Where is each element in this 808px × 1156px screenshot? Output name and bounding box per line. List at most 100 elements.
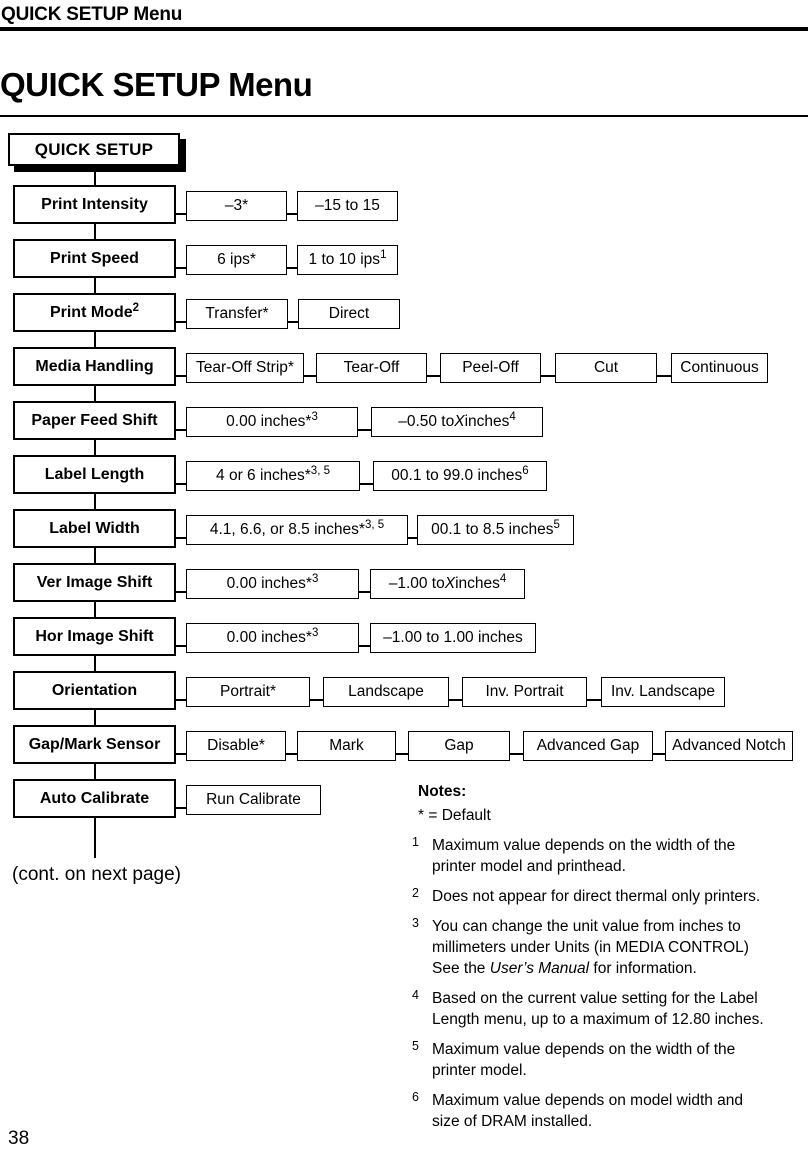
connector-line [286, 753, 297, 755]
value-box-tear-off: Tear-Off [316, 353, 427, 383]
footnote-3: 3 You can change the unit value from inch… [412, 916, 752, 979]
value-box-direct: Direct [298, 299, 400, 329]
menu-box-hor-image-shift: Hor Image Shift [13, 617, 176, 656]
value-box-3: –3* [186, 191, 287, 221]
footnote-6: 6 Maximum value depends on model width an… [412, 1090, 764, 1132]
value-box-1-00-to-1-00-inches: –1.00 to 1.00 inches [370, 623, 536, 653]
connector-line [304, 375, 316, 377]
connector-line [176, 753, 186, 755]
footnote-text: Maximum value depends on model width and… [432, 1092, 744, 1130]
value-box-run-calibrate: Run Calibrate [186, 785, 321, 815]
connector-line [408, 537, 417, 539]
connector-line [653, 753, 665, 755]
connector-line [176, 375, 186, 377]
value-box-15-to-15: –15 to 15 [297, 191, 398, 221]
value-box-mark: Mark [297, 731, 396, 761]
connector-line [359, 591, 370, 593]
footnote-number: 3 [412, 916, 419, 930]
connector-line [310, 699, 323, 701]
connector-line [587, 699, 601, 701]
running-header: QUICK SETUP Menu [1, 4, 183, 25]
footnote-text: Does not appear for direct thermal only … [432, 888, 761, 905]
footnote-text: Maximum value depends on the width of th… [432, 837, 736, 875]
page-title: QUICK SETUP Menu [0, 66, 313, 103]
value-box-6-ips: 6 ips* [186, 245, 287, 275]
connector-line [176, 267, 186, 269]
connector-line [358, 429, 371, 431]
value-box-tear-off-strip: Tear-Off Strip* [186, 353, 304, 383]
value-box-landscape: Landscape [323, 677, 449, 707]
connector-line [176, 645, 186, 647]
menu-box-print-speed: Print Speed [13, 239, 176, 278]
default-legend: * = Default [418, 807, 491, 824]
value-box-advanced-notch: Advanced Notch [665, 731, 793, 761]
connector-line [176, 807, 186, 809]
footnote-text-italic: User’s Manual [489, 960, 590, 977]
connector-line [288, 321, 298, 323]
connector-line [176, 537, 186, 539]
connector-line [176, 321, 186, 323]
menu-box-print-intensity: Print Intensity [13, 185, 176, 224]
footnote-5: 5 Maximum value depends on the width of t… [412, 1039, 764, 1081]
menu-box-label-length: Label Length [13, 455, 176, 494]
connector-line [449, 699, 462, 701]
connector-line [541, 375, 555, 377]
connector-line [176, 213, 186, 215]
value-box-1-to-10-ips: 1 to 10 ips 1 [297, 245, 398, 275]
footnote-text: Maximum value depends on the width of th… [432, 1041, 736, 1079]
footnote-4: 4 Based on the current value setting for … [412, 988, 780, 1030]
connector-line [396, 753, 408, 755]
footnote-number: 5 [412, 1039, 419, 1053]
value-box-4-or-6-inches: 4 or 6 inches* 3, 5 [186, 461, 360, 491]
value-box-disable: Disable* [186, 731, 286, 761]
footnote-text: You can change the unit value from inche… [432, 918, 749, 977]
value-box-continuous: Continuous [671, 353, 768, 383]
value-box-portrait: Portrait* [186, 677, 310, 707]
header-rule-thick [0, 27, 808, 31]
connector-line [657, 375, 671, 377]
notes-title: Notes: [418, 783, 467, 800]
footnote-number: 6 [412, 1090, 419, 1104]
value-box-inv-landscape: Inv. Landscape [601, 677, 725, 707]
continuation-note: (cont. on next page) [12, 864, 181, 885]
root-box-quick-setup: QUICK SETUP [8, 133, 180, 166]
connector-line [176, 429, 186, 431]
connector-line [360, 483, 373, 485]
value-box-00-1-to-99-0-inches: 00.1 to 99.0 inches 6 [373, 461, 547, 491]
menu-box-paper-feed-shift: Paper Feed Shift [13, 401, 176, 440]
menu-box-gap-mark-sensor: Gap/Mark Sensor [13, 725, 176, 764]
menu-box-media-handling: Media Handling [13, 347, 176, 386]
footnote-number: 4 [412, 988, 419, 1002]
connector-line [287, 213, 297, 215]
value-box-transfer: Transfer* [186, 299, 288, 329]
value-box-0-00-inches: 0.00 inches* 3 [186, 569, 359, 599]
value-box-4-1-6-6-or-8-5-inches: 4.1, 6.6, or 8.5 inches* 3, 5 [186, 515, 408, 545]
value-box-0-00-inches: 0.00 inches* 3 [186, 623, 359, 653]
value-box-gap: Gap [408, 731, 510, 761]
value-box-peel-off: Peel-Off [440, 353, 541, 383]
value-box-inv-portrait: Inv. Portrait [462, 677, 587, 707]
menu-box-label-width: Label Width [13, 509, 176, 548]
connector-line [176, 483, 186, 485]
connector-line [510, 753, 523, 755]
menu-box-print-mode: Print Mode 2 [13, 293, 176, 332]
connector-line [287, 267, 297, 269]
page-number: 38 [8, 1128, 30, 1149]
footnote-text: Based on the current value setting for t… [432, 990, 764, 1028]
footnote-number: 2 [412, 886, 419, 900]
connector-line [176, 591, 186, 593]
menu-box-orientation: Orientation [13, 671, 176, 710]
value-box-0-50-to: –0.50 to X inches 4 [371, 407, 543, 437]
value-box-advanced-gap: Advanced Gap [523, 731, 653, 761]
connector-line [359, 645, 370, 647]
connector-line [176, 699, 186, 701]
value-box-cut: Cut [555, 353, 657, 383]
value-box-00-1-to-8-5-inches: 00.1 to 8.5 inches 5 [417, 515, 574, 545]
menu-box-auto-calibrate: Auto Calibrate [13, 779, 176, 818]
value-box-0-00-inches: 0.00 inches* 3 [186, 407, 358, 437]
footnote-2: 2 Does not appear for direct thermal only… [412, 886, 792, 907]
footnote-text: for information. [589, 960, 697, 977]
